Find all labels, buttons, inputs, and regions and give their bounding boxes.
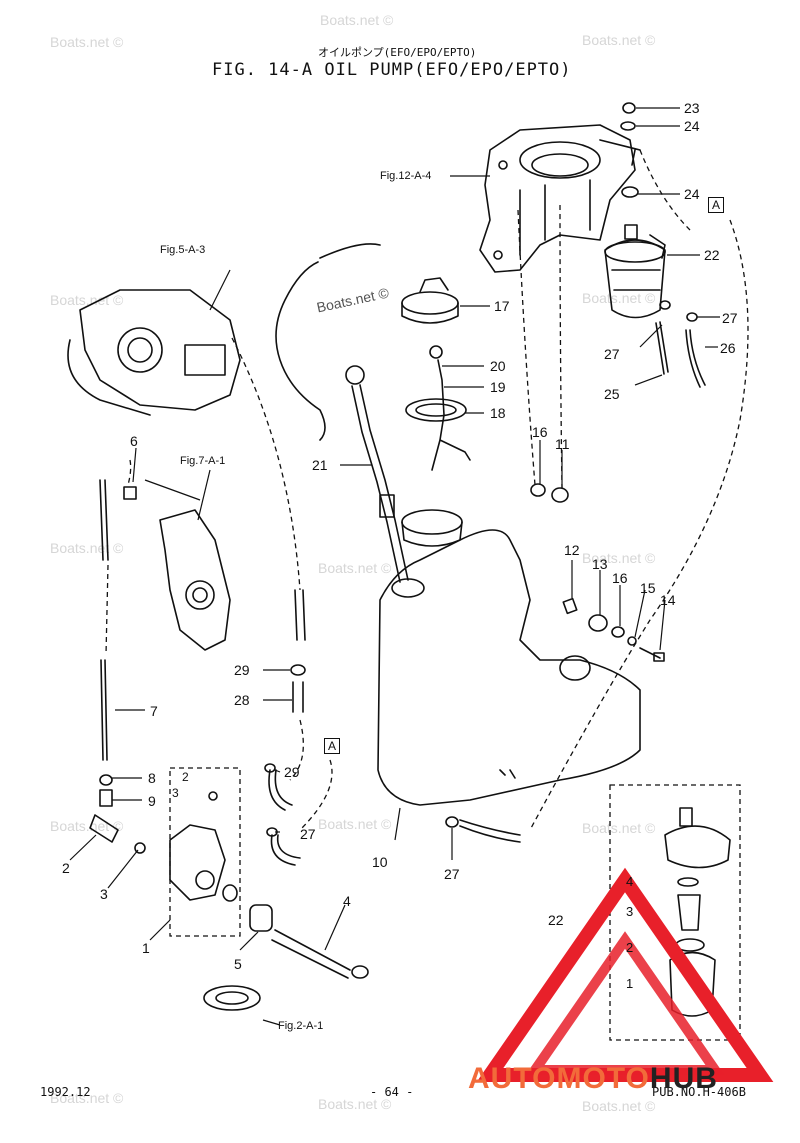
callout-24: 24 bbox=[684, 118, 700, 134]
detail-callout-2: 2 bbox=[626, 940, 634, 955]
callout-19: 19 bbox=[490, 379, 506, 395]
callout-17: 17 bbox=[494, 298, 510, 314]
watermark: Boats.net © bbox=[50, 1090, 124, 1106]
callout-14: 14 bbox=[660, 592, 676, 608]
callout-22: 22 bbox=[704, 247, 720, 263]
detail-callout-3: 3 bbox=[626, 904, 634, 919]
callout-3-detail: 3 bbox=[172, 786, 179, 800]
brand-logo-part1: AUTOMOTO bbox=[468, 1062, 650, 1095]
callout-7: 7 bbox=[150, 703, 158, 719]
title-japanese: オイルポンプ(EFO/EPO/EPTO) bbox=[318, 46, 477, 59]
figure-title: FIG. 14-A OIL PUMP(EFO/EPO/EPTO) bbox=[212, 60, 572, 80]
callout-5: 5 bbox=[234, 956, 242, 972]
watermark: Boats.net © bbox=[582, 550, 656, 566]
detail-callout-22: 22 bbox=[548, 912, 564, 928]
brand-logo: AUTOMOTOHUB bbox=[468, 1062, 718, 1096]
brand-logo-part2: HUB bbox=[649, 1062, 718, 1095]
callout-26: 26 bbox=[720, 340, 736, 356]
watermark: Boats.net © bbox=[318, 816, 392, 832]
watermark: Boats.net © bbox=[320, 12, 394, 28]
detail-callout-1: 1 bbox=[626, 976, 634, 991]
callout-20: 20 bbox=[490, 358, 506, 374]
callout-11: 11 bbox=[555, 436, 570, 452]
ref-fig-5-a-3: Fig.5-A-3 bbox=[160, 244, 206, 256]
callout-4: 4 bbox=[343, 893, 351, 909]
callout-29: 29 bbox=[234, 662, 250, 678]
reference-box-a: A bbox=[324, 738, 340, 754]
callout-9: 9 bbox=[148, 793, 156, 809]
ref-fig-2-a-1: Fig.2-A-1 bbox=[278, 1020, 324, 1032]
brand-logo-triangle bbox=[476, 867, 774, 1082]
watermark: Boats.net © bbox=[582, 32, 656, 48]
callout-23: 23 bbox=[684, 100, 700, 116]
callout-18: 18 bbox=[490, 405, 506, 421]
footer-publication-number: PUB.NO.H-406B bbox=[652, 1085, 746, 1099]
callout-29: 29 bbox=[284, 764, 300, 780]
callout-6: 6 bbox=[130, 433, 138, 449]
watermark: Boats.net © bbox=[50, 34, 124, 50]
footer-date: 1992.12 bbox=[40, 1085, 91, 1099]
callout-15: 15 bbox=[640, 580, 656, 596]
watermark: Boats.net © bbox=[582, 290, 656, 306]
watermark: Boats.net © bbox=[582, 1098, 656, 1114]
callout-1: 1 bbox=[142, 940, 150, 956]
callout-16: 16 bbox=[612, 570, 628, 586]
callout-2: 2 bbox=[62, 860, 70, 876]
watermark: Boats.net © bbox=[582, 820, 656, 836]
callout-27: 27 bbox=[604, 346, 620, 362]
callout-8: 8 bbox=[148, 770, 156, 786]
callout-16: 16 bbox=[532, 424, 548, 440]
callout-24: 24 bbox=[684, 186, 700, 202]
callout-2-detail: 2 bbox=[182, 770, 189, 784]
watermark: Boats.net © bbox=[318, 560, 392, 576]
callout-10: 10 bbox=[372, 854, 388, 870]
callout-21: 21 bbox=[312, 457, 328, 473]
watermark: Boats.net © bbox=[318, 1096, 392, 1112]
callout-27: 27 bbox=[722, 310, 738, 326]
callout-3: 3 bbox=[100, 886, 108, 902]
detail-callout-4: 4 bbox=[626, 874, 634, 889]
callout-25: 25 bbox=[604, 386, 620, 402]
watermark: Boats.net © bbox=[50, 292, 124, 308]
callout-13: 13 bbox=[592, 556, 608, 572]
footer-page-number: - 64 - bbox=[370, 1085, 414, 1099]
callout-27: 27 bbox=[444, 866, 460, 882]
ref-fig-12-a-4: Fig.12-A-4 bbox=[380, 170, 432, 182]
ref-fig-7-a-1: Fig.7-A-1 bbox=[180, 455, 226, 467]
callout-12: 12 bbox=[564, 542, 580, 558]
reference-box-a: A bbox=[708, 197, 724, 213]
watermark: Boats.net © bbox=[50, 540, 124, 556]
callout-28: 28 bbox=[234, 692, 250, 708]
callout-27: 27 bbox=[300, 826, 316, 842]
